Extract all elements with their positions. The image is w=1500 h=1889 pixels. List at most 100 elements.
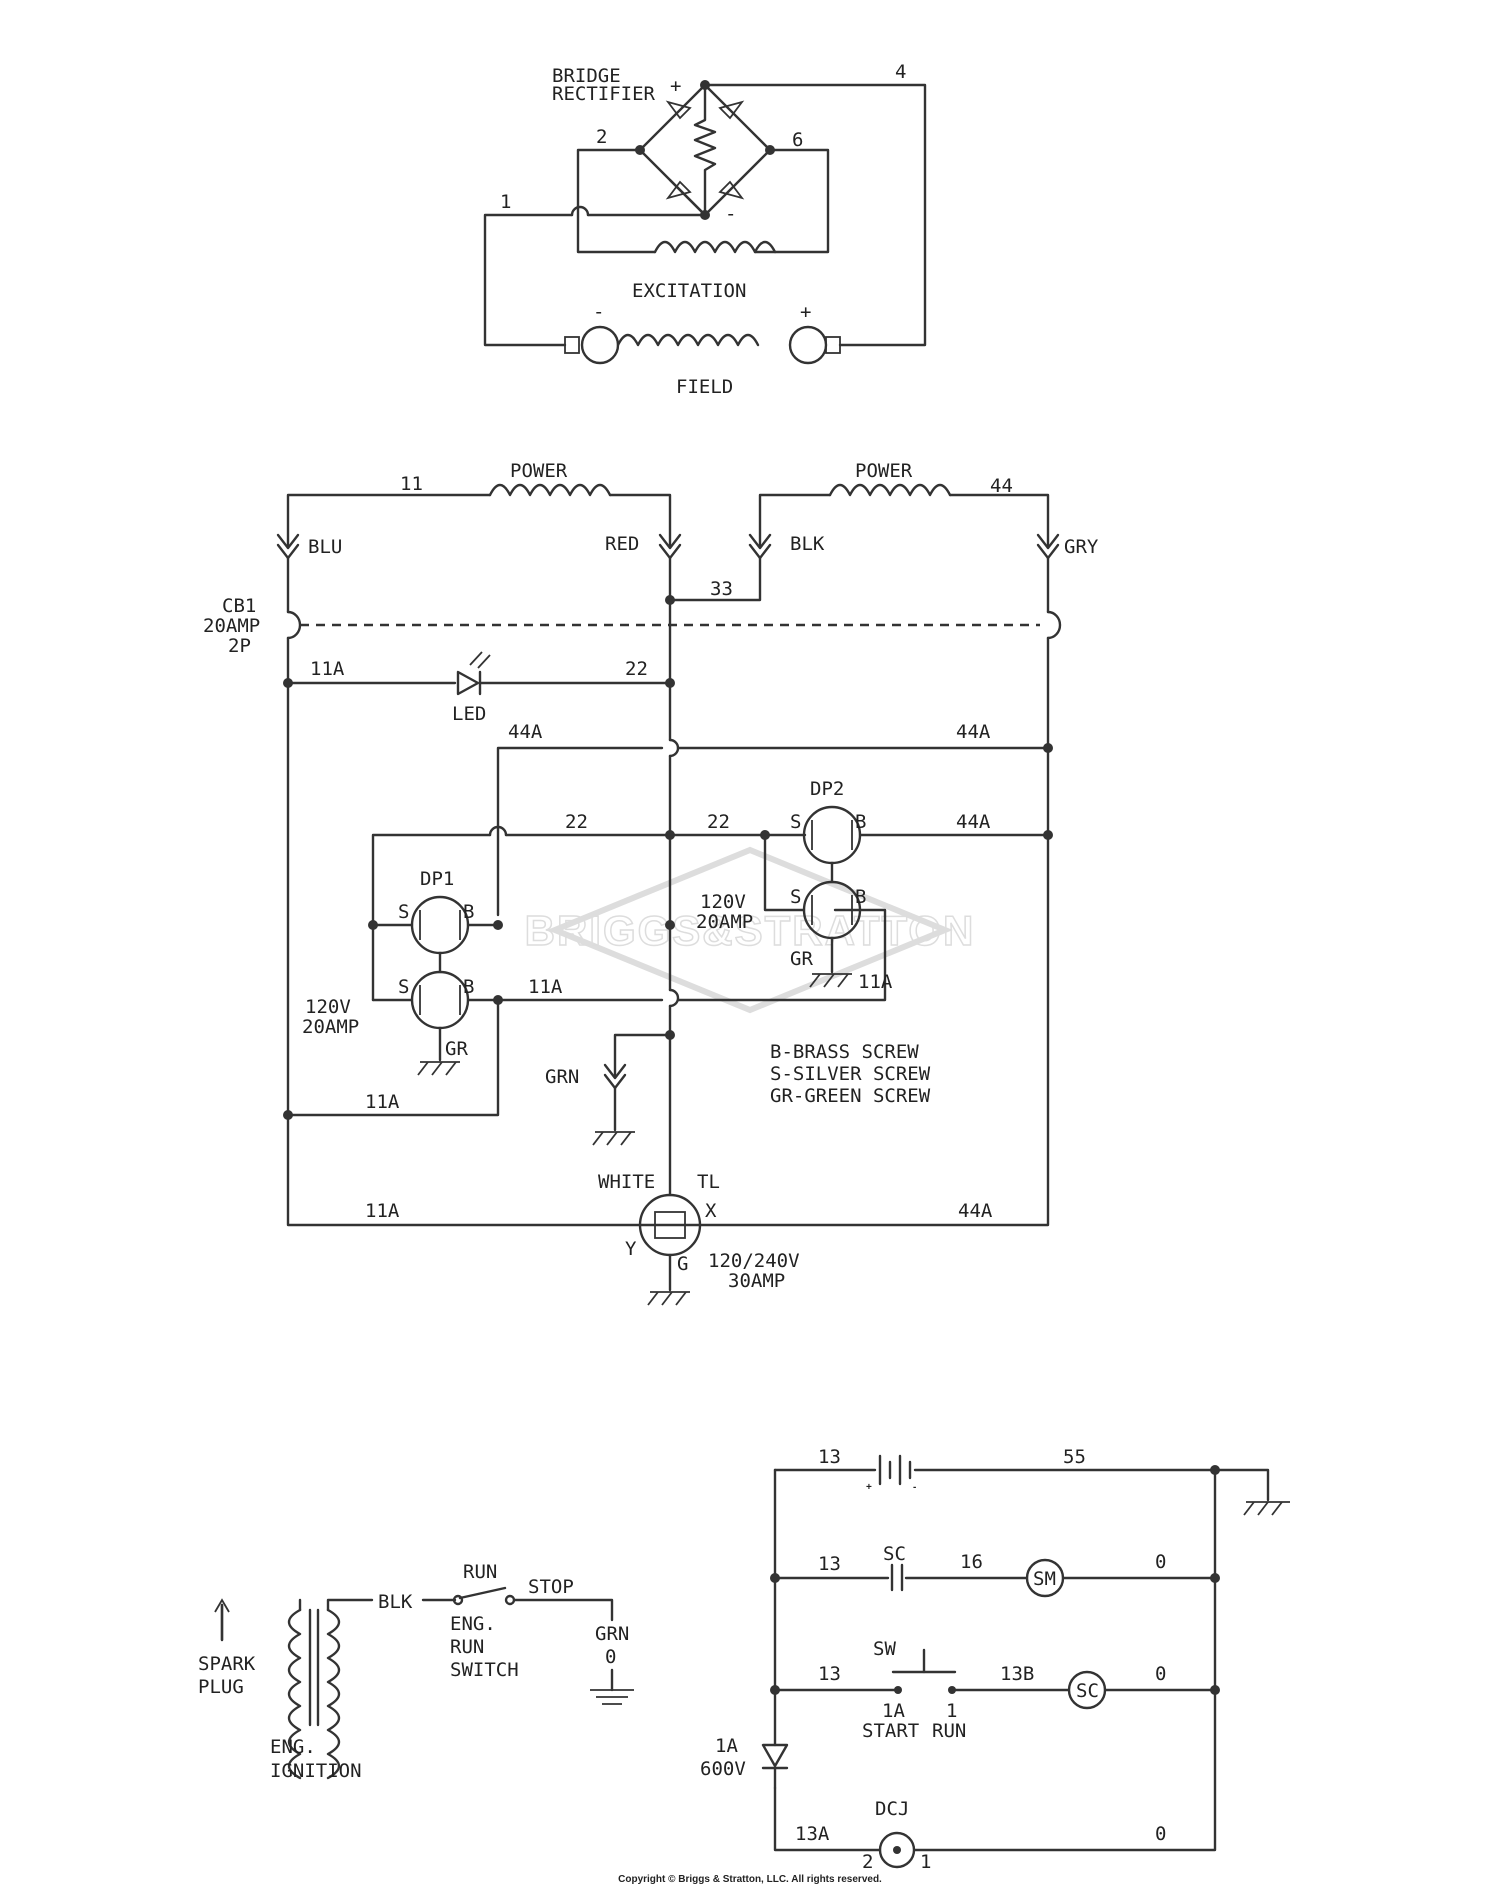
dp2-s-bottom: S bbox=[790, 886, 801, 908]
switch-label-2: RUN bbox=[450, 1636, 484, 1658]
wire-color-gry: GRY bbox=[1064, 536, 1099, 558]
sc-contact-label: SC bbox=[883, 1543, 906, 1565]
cb1-label-1: CB1 bbox=[222, 595, 256, 617]
dp2-b-top: B bbox=[855, 811, 866, 833]
starter-w13-sc: 13 bbox=[818, 1553, 841, 1575]
legend-green: GR-GREEN SCREW bbox=[770, 1085, 931, 1107]
wire-color-red: RED bbox=[605, 533, 639, 555]
wire-label-1: 1 bbox=[500, 191, 511, 213]
wire-label-4: 4 bbox=[895, 61, 906, 83]
bridge-label-2: RECTIFIER bbox=[552, 83, 656, 105]
ign-label-1: ENG. bbox=[270, 1736, 316, 1758]
led-label: LED bbox=[452, 703, 486, 725]
spark-label-1: SPARK bbox=[198, 1653, 256, 1675]
power-label-left: POWER bbox=[510, 460, 568, 482]
cb1-label-3: 2P bbox=[228, 635, 251, 657]
wire-label-11: 11 bbox=[400, 473, 423, 495]
sw-start: START bbox=[862, 1720, 919, 1742]
wire-label-2: 2 bbox=[596, 126, 607, 148]
connector-symbols bbox=[276, 533, 1060, 560]
power-label-right: POWER bbox=[855, 460, 913, 482]
sw-1a: 1A bbox=[882, 1700, 905, 1722]
wire-label-11a-led: 11A bbox=[310, 658, 345, 680]
starter-circuit: + - 13 55 SM 13 SC 16 0 SC 13 SW 13B bbox=[700, 1446, 1290, 1873]
dp1-rating-1: 120V bbox=[305, 996, 351, 1018]
field-label: FIELD bbox=[676, 376, 733, 398]
diode-label-1: 1A bbox=[715, 1735, 738, 1757]
diode-label-2: 600V bbox=[700, 1758, 746, 1780]
grn-label: GRN bbox=[545, 1066, 579, 1088]
dp1-b-top: B bbox=[463, 901, 474, 923]
wire-label-44a-tl: 44A bbox=[958, 1200, 993, 1222]
starter-w13b: 13B bbox=[1000, 1663, 1034, 1685]
bridge-minus: - bbox=[725, 203, 736, 225]
ign-zero-label: 0 bbox=[605, 1646, 616, 1668]
dp1-rating-2: 20AMP bbox=[302, 1016, 359, 1038]
dp2-rating-2: 20AMP bbox=[696, 911, 753, 933]
wire-label-11a-dp2: 11A bbox=[858, 971, 893, 993]
wire-label-11a-dp1: 11A bbox=[528, 976, 563, 998]
battery-plus: + bbox=[866, 1482, 872, 1493]
dcj-pin-2: 2 bbox=[862, 1851, 873, 1873]
copyright-notice: Copyright © Briggs & Stratton, LLC. All … bbox=[618, 1874, 882, 1885]
field-minus: - bbox=[593, 301, 604, 323]
sw-1: 1 bbox=[946, 1700, 957, 1722]
dcj-pin-1: 1 bbox=[920, 1851, 931, 1873]
run-label: RUN bbox=[463, 1561, 497, 1583]
wire-color-blu: BLU bbox=[308, 536, 342, 558]
wire-label-44a-top-right: 44A bbox=[956, 721, 991, 743]
tl-x: X bbox=[705, 1200, 717, 1222]
sm-label: SM bbox=[1033, 1568, 1056, 1590]
battery-minus: - bbox=[913, 1482, 916, 1493]
dp1-label: DP1 bbox=[420, 868, 454, 890]
switch-label-1: ENG. bbox=[450, 1613, 496, 1635]
excitation-label: EXCITATION bbox=[632, 280, 746, 302]
dp2-gr: GR bbox=[790, 948, 813, 970]
dp2-s-top: S bbox=[790, 811, 801, 833]
dp2-label: DP2 bbox=[810, 778, 844, 800]
spark-label-2: PLUG bbox=[198, 1676, 244, 1698]
tl-y: Y bbox=[625, 1238, 637, 1260]
sc-solenoid-label: SC bbox=[1076, 1680, 1099, 1702]
tl-rating-2: 30AMP bbox=[728, 1270, 785, 1292]
starter-zero-sm: 0 bbox=[1155, 1551, 1166, 1573]
starter-w13-top: 13 bbox=[818, 1446, 841, 1468]
watermark-text: BRIGGS&STRATTON bbox=[525, 907, 976, 954]
switch-label-3: SWITCH bbox=[450, 1659, 519, 1681]
starter-zero-sc: 0 bbox=[1155, 1663, 1166, 1685]
sw-run: RUN bbox=[932, 1720, 966, 1742]
dp2-rating-1: 120V bbox=[700, 891, 746, 913]
ign-blk-label: BLK bbox=[378, 1591, 413, 1613]
legend-brass: B-BRASS SCREW bbox=[770, 1041, 919, 1063]
dp1-s-top: S bbox=[398, 901, 409, 923]
bridge-plus: + bbox=[670, 75, 681, 97]
dp2-b-bottom: B bbox=[855, 886, 866, 908]
watermark: BRIGGS&STRATTON bbox=[524, 846, 976, 1014]
dp1-gr: GR bbox=[445, 1038, 468, 1060]
ignition-circuit: SPARK PLUG BLK RUN STOP ENG. RUN SWITCH … bbox=[198, 1561, 634, 1782]
dp1-s-bottom: S bbox=[398, 976, 409, 998]
wire-label-44a-top-left: 44A bbox=[508, 721, 543, 743]
ign-grn-label: GRN bbox=[595, 1623, 629, 1645]
legend-silver: S-SILVER SCREW bbox=[770, 1063, 931, 1085]
dp1-b-bottom: B bbox=[463, 976, 474, 998]
wire-label-22-left: 22 bbox=[565, 811, 588, 833]
wire-label-6: 6 bbox=[792, 129, 803, 151]
wire-label-11a-bottom-left: 11A bbox=[365, 1091, 400, 1113]
ign-label-2: IGNITION bbox=[270, 1760, 362, 1782]
starter-w13a: 13A bbox=[795, 1823, 830, 1845]
wire-label-22-right: 22 bbox=[707, 811, 730, 833]
stop-label: STOP bbox=[528, 1576, 574, 1598]
wire-label-44a-dp2: 44A bbox=[956, 811, 991, 833]
bridge-label-1: BRIDGE bbox=[552, 65, 621, 87]
power-circuit: POWER POWER 11 44 BLU RED BLK GRY 33 CB1… bbox=[203, 460, 1099, 1306]
tl-rating-1: 120/240V bbox=[708, 1250, 800, 1272]
starter-w13-sw: 13 bbox=[818, 1663, 841, 1685]
field-plus: + bbox=[800, 301, 811, 323]
wire-color-blk: BLK bbox=[790, 533, 825, 555]
sw-label: SW bbox=[873, 1638, 896, 1660]
starter-w16: 16 bbox=[960, 1551, 983, 1573]
cb1-label-2: 20AMP bbox=[203, 615, 260, 637]
tl-g: G bbox=[677, 1253, 688, 1275]
